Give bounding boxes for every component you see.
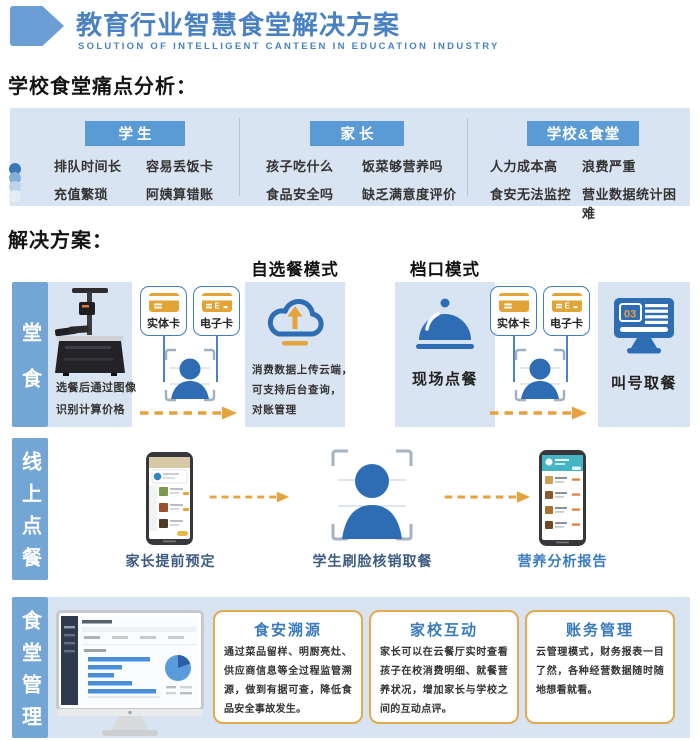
pain-band: 学生 排队时间长 容易丢饭卡 充值繁琐 阿姨算错账 家长 孩子吃什么 饭菜够营养… bbox=[10, 108, 690, 221]
connector-line bbox=[163, 336, 165, 382]
pain-item: 浪费严重 bbox=[582, 159, 637, 174]
face-scan-icon bbox=[514, 348, 566, 402]
svg-text:E: E bbox=[564, 302, 570, 311]
info-card-home-school: 家校互动 家长可以在云餐厅实时查看孩子在校消费明细、就餐营养状况，增加家长与学校… bbox=[369, 610, 519, 724]
connector-line bbox=[566, 336, 568, 382]
pain-item: 排队时间长 bbox=[54, 159, 122, 174]
electronic-card: E 电子卡 bbox=[193, 286, 240, 336]
info-card-accounting: 账务管理 云管理模式，财务报表一目了然，各种经营数据随时随地想看就看。 bbox=[525, 610, 675, 724]
step2-caption: 学生刷脸核销取餐 bbox=[312, 553, 433, 569]
divider bbox=[467, 118, 468, 196]
svg-text:E: E bbox=[214, 302, 220, 311]
dots-decoration bbox=[9, 163, 21, 202]
onsite-label: 现场点餐 bbox=[411, 371, 478, 388]
pain-item: 食安无法监控 bbox=[490, 187, 572, 202]
info-card-body: 家长可以在云餐厅实时查看孩子在校消费明细、就餐营养状况，增加家长与学校之间的互动… bbox=[380, 647, 508, 715]
face-scan-icon bbox=[331, 449, 413, 541]
pain-item: 饭菜够营养吗 bbox=[362, 159, 444, 174]
info-card-food-safety: 食安溯源 通过菜品留样、明厨亮灶、供应商信息等全过程监管溯源，做到有据可查，降低… bbox=[213, 610, 363, 724]
divider bbox=[239, 118, 240, 196]
info-card-body: 通过菜品留样、明厨亮灶、供应商信息等全过程监管溯源，做到有据可查，降低食品安全事… bbox=[224, 647, 352, 715]
info-card-title: 家校互动 bbox=[409, 622, 478, 639]
queue-display-icon: 03 bbox=[614, 298, 674, 354]
mode-title-self-select: 自选餐模式 bbox=[251, 261, 339, 279]
pain-item: 孩子吃什么 bbox=[266, 159, 334, 174]
page-title: 教育行业智慧食堂解决方案 bbox=[76, 10, 401, 40]
dashed-arrow-icon bbox=[490, 406, 587, 420]
pain-group-parents: 家长 孩子吃什么 饭菜够营养吗 食品安全吗 缺乏满意度评价 bbox=[254, 121, 460, 203]
pain-item: 人力成本高 bbox=[490, 159, 558, 174]
cloud-upload-icon bbox=[267, 298, 324, 346]
page-subtitle: SOLUTION OF INTELLIGENT CANTEEN IN EDUCA… bbox=[78, 41, 500, 52]
solution-heading: 解决方案： bbox=[8, 230, 113, 252]
info-card-body: 云管理模式，财务报表一目了然，各种经营数据随时随地想看就看。 bbox=[536, 647, 664, 696]
pain-item: 营业数据统计困难 bbox=[582, 187, 677, 221]
phone-report-illustration bbox=[539, 450, 586, 546]
pain-group-chip: 家长 bbox=[310, 121, 404, 146]
physical-card-icon bbox=[148, 293, 179, 312]
connector-line bbox=[513, 336, 515, 382]
pain-group-school: 学校&食堂 人力成本高 浪费严重 食安无法监控 营业数据统计困难 bbox=[480, 121, 686, 222]
physical-card: 实体卡 bbox=[140, 286, 187, 336]
info-card-title: 账务管理 bbox=[565, 622, 634, 639]
connector-line bbox=[216, 336, 218, 382]
dashed-arrow-icon bbox=[444, 491, 531, 503]
mode-title-stall: 档口模式 bbox=[410, 261, 480, 279]
pain-group-chip: 学生 bbox=[85, 121, 185, 146]
row-label-management: 食堂管理 bbox=[12, 597, 48, 738]
info-card-title: 食安溯源 bbox=[253, 622, 322, 639]
header-arrow-icon bbox=[10, 6, 64, 46]
step1-caption: 家长提前预定 bbox=[125, 553, 216, 569]
checkout-machine-illustration bbox=[54, 288, 125, 376]
physical-card-icon bbox=[498, 293, 529, 312]
pain-group-chip: 学校&食堂 bbox=[527, 121, 639, 146]
dashed-arrow-icon bbox=[140, 406, 237, 420]
phone-order-illustration bbox=[146, 452, 193, 545]
pain-item: 缺乏满意度评价 bbox=[362, 187, 457, 202]
pain-group-students: 学生 排队时间长 容易丢饭卡 充值繁琐 阿姨算错账 bbox=[40, 121, 230, 203]
pain-section-heading: 学校食堂痛点分析： bbox=[8, 76, 197, 98]
dashed-arrow-icon bbox=[209, 491, 290, 503]
cloud-caption: 消费数据上传云端， 可支持后台查询， 对账管理 bbox=[252, 364, 353, 416]
queue-label: 叫号取餐 bbox=[610, 375, 677, 392]
electronic-card: E 电子卡 bbox=[543, 286, 590, 336]
pain-item: 充值繁琐 bbox=[54, 187, 109, 202]
step3-caption: 营养分析报告 bbox=[517, 553, 608, 569]
row-label-dine-in: 堂食 bbox=[12, 282, 48, 427]
cloche-icon bbox=[416, 298, 474, 349]
pain-item: 容易丢饭卡 bbox=[146, 159, 214, 174]
row-label-online: 线上点餐 bbox=[12, 438, 48, 580]
electronic-card-icon: E bbox=[201, 293, 232, 312]
physical-card: 实体卡 bbox=[490, 286, 537, 336]
pain-item: 食品安全吗 bbox=[266, 187, 334, 202]
queue-number: 03 bbox=[624, 309, 636, 321]
machine-caption: 选餐后通过图像 识别计算价格 bbox=[56, 382, 137, 416]
face-scan-icon bbox=[164, 348, 216, 402]
dashboard-monitor-illustration bbox=[56, 610, 204, 736]
electronic-card-icon: E bbox=[551, 293, 582, 312]
pain-item: 阿姨算错账 bbox=[146, 187, 214, 202]
